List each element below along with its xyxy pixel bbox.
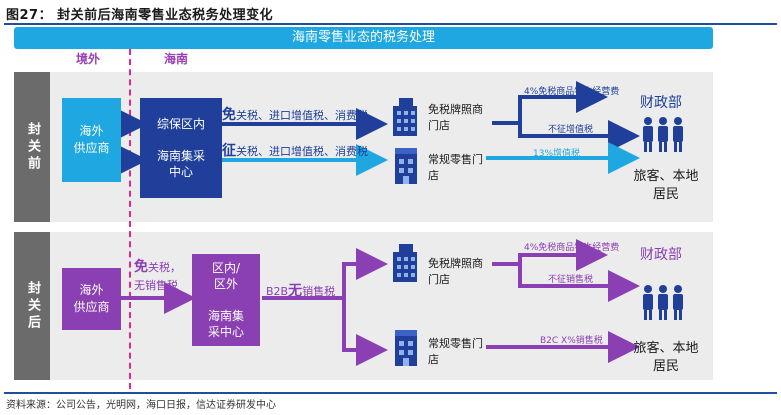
region-abroad: 境外 — [76, 52, 101, 66]
route-label-levied: 征关税、进口增值税、消费税 — [222, 143, 368, 159]
supplier-box-before: 海外 供应商 — [62, 98, 121, 182]
route-label-exempt: 免关税、进口增值税、消费税 — [222, 107, 368, 123]
side-label-before: 封关前 — [14, 72, 50, 222]
office-building-icon — [393, 244, 417, 282]
customers-before: 旅客、本地 居民 — [633, 169, 699, 202]
after-arrows — [121, 239, 640, 366]
footer-rule — [4, 392, 777, 394]
tax-low-before: 13%增值税 — [533, 149, 581, 159]
border-divider — [129, 49, 131, 389]
supplier-box-after: 海外 供应商 — [62, 268, 121, 330]
hub-box-before: 综保区内 海南集采 中心 — [140, 98, 222, 198]
shop-building-icon — [395, 148, 417, 184]
figure-title: 图27： 封关前后海南零售业态税务处理变化 — [6, 8, 274, 23]
customers-after: 旅客、本地 居民 — [633, 341, 699, 374]
office-building-icon — [393, 98, 417, 136]
title-rule — [4, 23, 777, 25]
tax-top-after: 4%免税商品特许经营费 — [524, 243, 620, 253]
retail-store-after: 常规零售门 店 — [428, 337, 483, 366]
b2b-label: B2B无销售税 — [266, 283, 336, 299]
tax-mid-after: 不征销售税 — [548, 275, 594, 285]
before-arrows — [116, 81, 640, 176]
tax-mid-before: 不征增值税 — [548, 125, 594, 135]
tax-top-before: 4%免税商品特许经营费 — [524, 87, 620, 97]
region-hainan: 海南 — [164, 52, 189, 66]
dutyfree-store-before: 免税牌照商 门店 — [428, 103, 483, 132]
dutyfree-store-after: 免税牌照商 门店 — [428, 257, 483, 286]
finance-before: 财政部 — [640, 95, 682, 111]
people-group-icon — [643, 285, 683, 320]
tax-low-after: B2C X%销售税 — [540, 336, 603, 346]
finance-after: 财政部 — [640, 247, 682, 263]
source-note: 资料来源：公司公告，光明网，海口日报，信达证券研发中心 — [6, 400, 276, 411]
side-label-after: 封关后 — [14, 232, 50, 380]
import-tax-label: 免关税，无销售税 — [134, 259, 181, 292]
hub-box-after: 区内/ 区外 海南集 采中心 — [192, 254, 260, 346]
shop-building-icon — [395, 330, 417, 366]
retail-store-before: 常规零售门 店 — [428, 153, 483, 182]
people-group-icon — [643, 117, 683, 152]
banner: 海南零售业态的税务处理 — [14, 27, 713, 49]
